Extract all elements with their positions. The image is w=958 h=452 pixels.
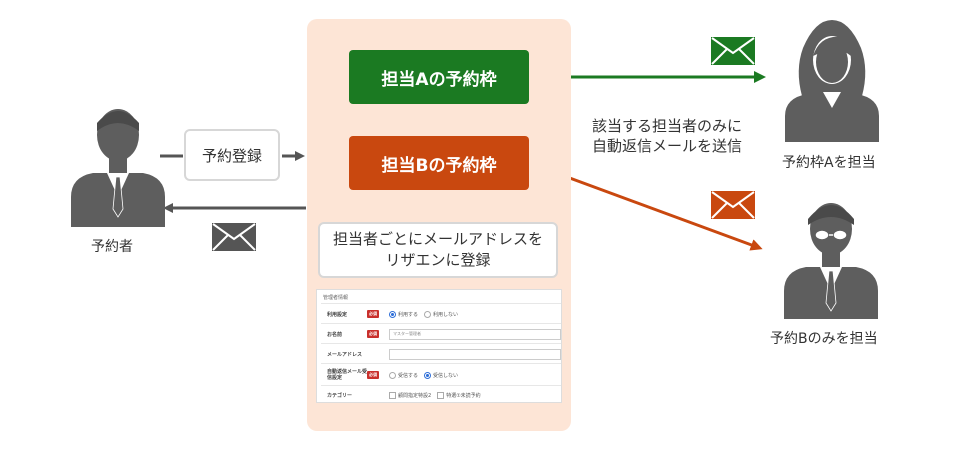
staff-b-person-icon (784, 203, 878, 319)
envelope-orange-icon (711, 191, 755, 219)
form-label-name: お名前 (327, 331, 343, 338)
envelope-icon (212, 223, 256, 251)
note-line-1: 担当者ごとにメールアドレスを (332, 230, 543, 248)
form-row-email: メールアドレス (321, 343, 561, 364)
auto-reply-line-2: 自動返信メールを送信 (592, 137, 743, 155)
registration-box: 予約登録 (184, 129, 280, 181)
form-label-category: カテゴリー (327, 393, 353, 399)
form-row-usage: 利用設定 必須 利用する 利用しない (321, 303, 561, 324)
category-checkbox-2[interactable]: 特選①未読予約 (437, 392, 481, 399)
slot-b-box: 担当Bの予約枠 (349, 136, 529, 190)
staff-a-person-icon (785, 20, 879, 142)
form-row-category: カテゴリー 顧問指定特設2 特選①未読予約 (321, 385, 561, 402)
auto-reply-line-1: 該当する担当者のみに (592, 117, 743, 135)
auto-reply-note: 該当する担当者のみに 自動返信メールを送信 (592, 116, 742, 156)
radio-not-receive[interactable]: 受信しない (424, 371, 458, 379)
staff-b-label: 予約Bのみを担当 (770, 331, 878, 347)
customer-label: 予約者 (91, 239, 133, 255)
form-row-name: お名前必須 マスター管理者 (321, 323, 561, 344)
registration-label: 予約登録 (201, 146, 262, 165)
email-register-note: 担当者ごとにメールアドレスを リザエンに登録 (318, 222, 558, 278)
name-input[interactable]: マスター管理者 (389, 328, 561, 340)
email-input[interactable] (389, 348, 561, 360)
form-label-email: メールアドレス (327, 351, 363, 358)
slot-a-label: 担当Aの予約枠 (381, 69, 497, 90)
required-badge: 必須 (367, 310, 379, 318)
note-line-2: リザエンに登録 (385, 251, 491, 269)
envelope-green-icon (711, 37, 755, 65)
admin-settings-form: 管理者情報 利用設定 必須 利用する 利用しない お名前必須 マスター管理者 メー… (316, 289, 562, 403)
radio-not-use[interactable]: 利用しない (424, 310, 458, 318)
form-label-auto-reply: 自動返信メール受信設定 (327, 369, 368, 381)
customer-person-icon (71, 109, 165, 227)
staff-a-label: 予約枠Aを担当 (782, 155, 876, 171)
form-row-auto-reply: 自動返信メール受信設定必須 受信する 受信しない (321, 363, 561, 386)
category-checkbox-1[interactable]: 顧問指定特設2 (389, 392, 431, 399)
form-title: 管理者情報 (323, 295, 349, 301)
radio-use[interactable]: 利用する (389, 310, 418, 318)
slot-a-box: 担当Aの予約枠 (349, 50, 529, 104)
form-label-usage: 利用設定 (327, 311, 348, 318)
slot-b-label: 担当Bの予約枠 (381, 155, 497, 176)
radio-receive[interactable]: 受信する (389, 371, 418, 379)
